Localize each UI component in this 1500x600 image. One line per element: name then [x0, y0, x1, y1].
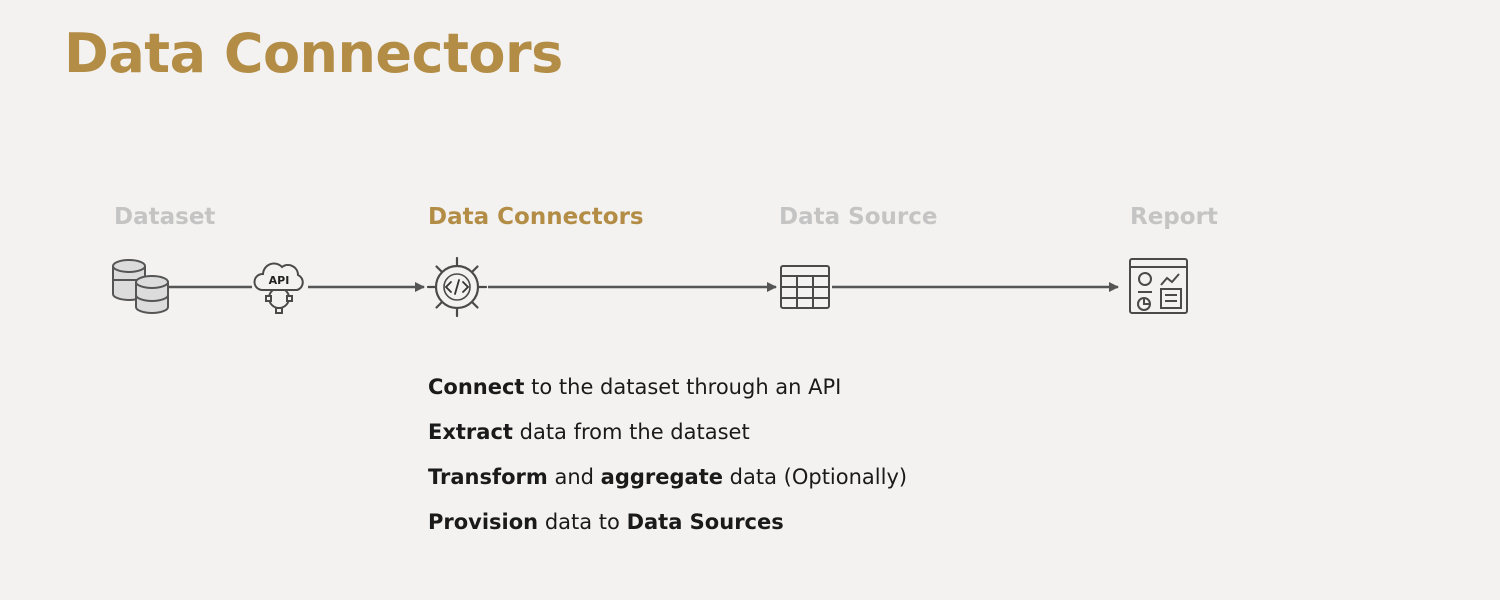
list-item: Provision data to Data Sources — [428, 507, 907, 552]
stage-label-report: Report — [1130, 204, 1218, 230]
list-item: Connect to the dataset through an API — [428, 372, 907, 417]
report-icon — [1129, 258, 1188, 314]
step-text: to the dataset through an API — [524, 375, 842, 399]
database-icon — [112, 259, 169, 314]
step-text: data from the dataset — [512, 420, 750, 444]
api-icon-label: API — [269, 274, 290, 287]
step-keyword: Connect — [428, 375, 525, 399]
step-text: data to — [538, 510, 627, 534]
stage-label-dataset: Dataset — [114, 204, 216, 230]
table-icon — [780, 265, 830, 309]
connector-steps-list: Connect to the dataset through an API Ex… — [428, 372, 907, 552]
api-icon: API — [253, 262, 304, 314]
step-keyword: Data Sources — [626, 510, 784, 534]
step-keyword: aggregate — [600, 465, 723, 489]
step-keyword: Provision — [428, 510, 539, 534]
list-item: Transform and aggregate data (Optionally… — [428, 462, 907, 507]
step-keyword: Transform — [428, 465, 548, 489]
step-text: data (Optionally) — [722, 465, 908, 489]
step-text: and — [547, 465, 601, 489]
gear-code-icon — [426, 256, 488, 318]
list-item: Extract data from the dataset — [428, 417, 907, 462]
page-title: Data Connectors — [64, 22, 563, 85]
stage-label-data-connectors: Data Connectors — [428, 204, 644, 230]
step-keyword: Extract — [428, 420, 513, 444]
stage-label-data-source: Data Source — [779, 204, 938, 230]
